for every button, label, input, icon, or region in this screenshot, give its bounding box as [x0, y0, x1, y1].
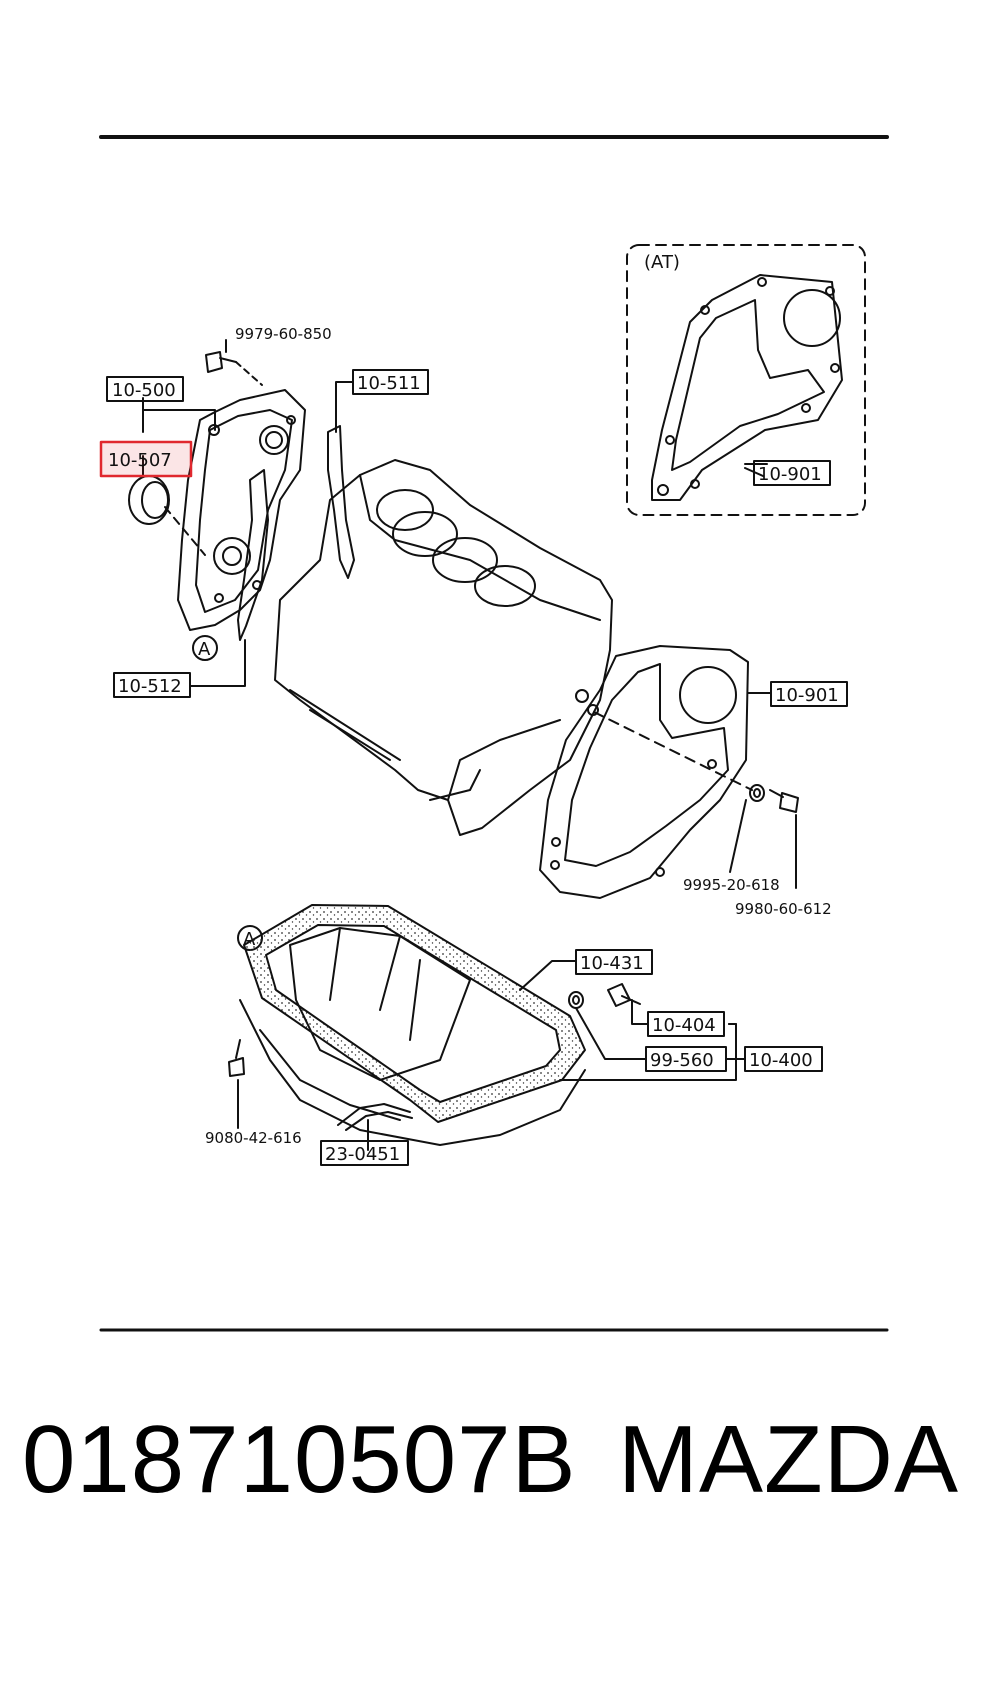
svg-text:10-901: 10-901	[775, 685, 839, 706]
label-box-99-560[interactable]: 99-560	[645, 1046, 727, 1072]
label-box-10-512[interactable]: 10-512	[113, 672, 191, 698]
svg-text:10-400: 10-400	[749, 1050, 813, 1071]
caption-part-number: 018710507B	[22, 1406, 577, 1513]
inset-at-label: (AT)	[644, 252, 680, 273]
svg-text:10-901: 10-901	[758, 464, 822, 485]
svg-text:10-512: 10-512	[118, 676, 182, 697]
label-box-10-431[interactable]: 10-431	[575, 949, 653, 975]
label-box-10-901-inset[interactable]: 10-901	[753, 460, 831, 486]
label-box-10-901-main[interactable]: 10-901	[770, 681, 848, 707]
label-box-10-500[interactable]: 10-500	[106, 376, 184, 402]
svg-text:10-511: 10-511	[357, 373, 421, 394]
svg-text:10-431: 10-431	[580, 953, 644, 974]
ref-marker-a-top: A	[198, 639, 211, 660]
bolt-label-9980-60-612[interactable]: 9980-60-612	[735, 900, 832, 918]
label-box-23-0451[interactable]: 23-0451	[320, 1140, 409, 1166]
oil-seal-10-507	[128, 475, 170, 525]
svg-text:10-404: 10-404	[652, 1015, 716, 1036]
pan-bolt-9080-42-616	[228, 1039, 245, 1077]
part-caption: 018710507B MAZDA	[0, 1405, 992, 1545]
drain-plug-10-404	[607, 983, 641, 1007]
ref-marker-a-top-circle	[192, 635, 218, 661]
svg-text:23-0451: 23-0451	[325, 1144, 400, 1165]
oil-strainer-23-0451	[337, 1103, 413, 1131]
at-inset-box: (AT)	[626, 244, 866, 516]
label-box-10-507-highlighted[interactable]: 10-507	[99, 440, 193, 478]
oil-pan-body	[239, 927, 586, 1146]
rear-plate-10-901	[539, 645, 749, 899]
bolt-label-9979-60-850[interactable]: 9979-60-850	[235, 325, 332, 343]
oil-pan-gasket-10-431	[243, 904, 586, 1123]
leader-lines	[142, 339, 797, 1151]
bolt-9980-60-612	[769, 789, 799, 813]
svg-text:99-560: 99-560	[650, 1050, 714, 1071]
label-box-10-400[interactable]: 10-400	[744, 1046, 823, 1072]
caption-brand: MAZDA	[618, 1406, 959, 1513]
bolt-label-9080-42-616[interactable]: 9080-42-616	[205, 1129, 302, 1147]
inset-gasket-10-901	[651, 274, 843, 501]
washer-9995-20-618	[749, 784, 765, 802]
bolt-9979-60-850	[205, 351, 263, 386]
svg-text:10-507: 10-507	[108, 450, 172, 471]
label-box-10-404[interactable]: 10-404	[647, 1011, 725, 1037]
svg-text:10-500: 10-500	[112, 380, 176, 401]
bolt-label-9995-20-618[interactable]: 9995-20-618	[683, 876, 780, 894]
label-box-10-511[interactable]: 10-511	[352, 369, 429, 395]
engine-block	[274, 459, 613, 836]
front-cover-assembly	[177, 389, 355, 641]
drain-washer-99-560	[568, 991, 584, 1009]
